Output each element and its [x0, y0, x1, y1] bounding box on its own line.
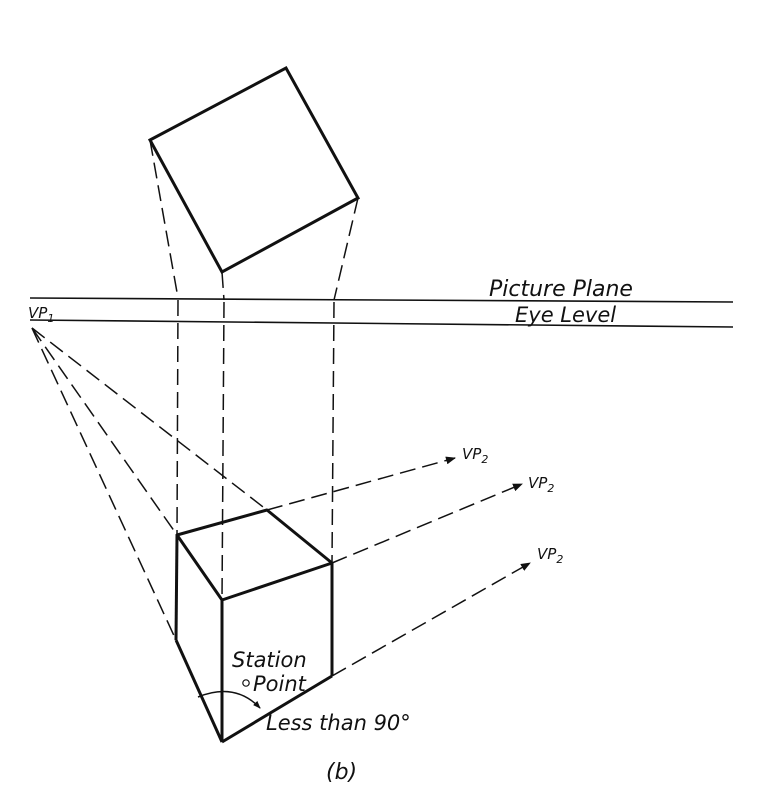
cube-bottom-left-edge: [174, 639, 224, 743]
vertical-projector-3: [331, 301, 335, 564]
vp1-label: VP1: [28, 304, 54, 325]
vp2-text-2: VP: [528, 474, 548, 492]
cube-bottom-right-edge: [221, 674, 333, 744]
station-point-marker: [242, 679, 250, 687]
vp2-label-3: VP2: [537, 545, 563, 566]
cube-left-edge: [174, 534, 179, 641]
angle-note: Less than 90°: [266, 711, 411, 735]
vp2-label-2: VP2: [528, 474, 554, 495]
vp2-line-2: [331, 483, 523, 564]
plan-view-square: [147, 65, 361, 275]
projection-lines-upper: [149, 139, 359, 301]
projector-2: [221, 271, 225, 301]
eye-level-label: Eye Level: [515, 303, 616, 327]
vp1-convergence-lines: [31, 327, 268, 641]
picture-plane-label: Picture Plane: [489, 277, 633, 302]
station-label-line2: Point: [253, 672, 307, 696]
vp2-subscript-3: 2: [556, 553, 563, 566]
figure-caption: (b): [326, 760, 357, 785]
vp1-subscript: 1: [47, 312, 54, 325]
angle-arc: [197, 690, 261, 709]
vp2-convergence-lines: [266, 456, 531, 677]
eye-level-line: [29, 319, 734, 328]
vertical-projector-2: [221, 301, 225, 601]
vp2-label-1: VP2: [462, 445, 488, 466]
perspective-cube: [174, 508, 334, 744]
vp1-line-3: [31, 327, 177, 641]
projector-3: [333, 197, 359, 301]
picture-plane-line: [29, 297, 734, 303]
station-label-line1: Station: [232, 648, 307, 672]
vp1-line-1: [31, 327, 268, 511]
vp2-subscript-2: 2: [547, 482, 554, 495]
projection-lines-vertical: [176, 299, 335, 601]
vp1-text: VP: [28, 304, 48, 322]
projector-1: [149, 139, 179, 299]
vp2-text-3: VP: [537, 545, 557, 563]
vp2-line-1: [266, 456, 456, 511]
vp2-line-3: [331, 562, 531, 677]
cube-top-face: [175, 508, 334, 602]
vp1-line-2: [31, 327, 178, 536]
vertical-projector-1: [176, 299, 179, 536]
vp2-subscript-1: 2: [481, 453, 488, 466]
vp2-text-1: VP: [462, 445, 482, 463]
